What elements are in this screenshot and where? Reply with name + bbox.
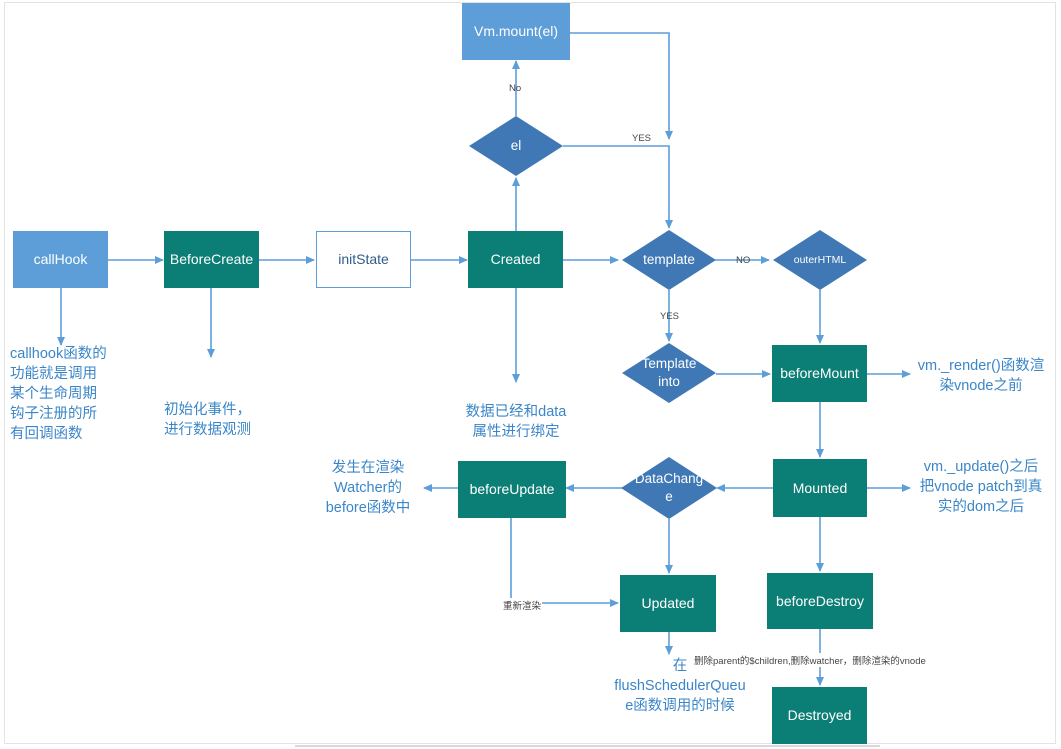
updated-note-line1: 在 [672, 658, 688, 674]
edge-label-no-outer: NO [736, 255, 751, 266]
mounted-note-line1: vm._update()之后 [923, 459, 1039, 475]
beforemount-note-line1: vm._render()函数渲 [917, 358, 1045, 374]
created-node: Created [468, 231, 563, 288]
updated-note: 在 flushSchedulerQueu e函数调用的时候 [605, 656, 755, 716]
mounted-note: vm._update()之后 把vnode patch到真 实的dom之后 [906, 457, 1056, 517]
beforecreate-note-line1: 初始化事件， [164, 402, 251, 418]
mounted-note-line2: 把vnode patch到真 [919, 479, 1043, 495]
outerhtml-diamond [773, 230, 867, 290]
edge-label-rerender: 重新渲染 [502, 598, 543, 612]
initstate-node: initState [316, 231, 411, 288]
beforedestroy-node: beforeDestroy [767, 573, 873, 629]
callhook-node: callHook [13, 231, 108, 288]
callhook-note-line1: callhook函数的 [10, 346, 107, 362]
edge-label-remove: 删除parent的$children,删除watcher，删除渲染的vnode [694, 653, 926, 667]
beforecreate-note: 初始化事件， 进行数据观测 [164, 400, 251, 440]
edge-el-yes-template [563, 145, 673, 229]
edge-beforeupdate-updated [510, 518, 619, 607]
el-diamond [469, 116, 563, 176]
mounted-note-line3: 实的dom之后 [937, 499, 1025, 515]
callhook-note-line5: 有回调函数 [10, 426, 83, 442]
updated-node: Updated [620, 575, 716, 632]
callhook-note-line3: 某个生命周期 [10, 386, 97, 402]
destroyed-node: Destroyed [772, 687, 867, 744]
edge-label-yes-el: YES [632, 133, 652, 144]
beforecreate-node: BeforeCreate [164, 231, 259, 288]
bottom-scrollbar-line [295, 745, 880, 747]
beforecreate-note-line2: 进行数据观测 [164, 422, 251, 438]
created-note-line1: 数据已经和data [465, 404, 567, 420]
callhook-note-line4: 钩子注册的所 [10, 406, 97, 422]
beforeupdate-node: beforeUpdate [458, 461, 566, 518]
beforemount-note: vm._render()函数渲 染vnode之前 [906, 356, 1056, 396]
template-diamond [622, 230, 716, 290]
datachange-diamond [621, 457, 717, 519]
beforeupdate-note-line2: Watcher的 [334, 480, 402, 496]
updated-note-line3: e函数调用的时候 [625, 698, 735, 714]
beforeupdate-note-line1: 发生在渲染 [331, 460, 405, 476]
beforeupdate-note-line3: before函数中 [325, 500, 411, 516]
created-note: 数据已经和data 属性进行绑定 [452, 402, 580, 442]
callhook-note: callhook函数的 功能就是调用 某个生命周期 钩子注册的所 有回调函数 [10, 344, 107, 444]
beforemount-note-line2: 染vnode之前 [939, 378, 1023, 394]
diagram-frame [4, 2, 1056, 744]
created-note-line2: 属性进行绑定 [472, 424, 560, 440]
edge-label-yes-into: YES [660, 311, 680, 322]
beforemount-node: beforeMount [772, 345, 867, 402]
vm-mount-node: Vm.mount(el) [462, 3, 570, 60]
updated-note-line2: flushSchedulerQueu [614, 678, 746, 694]
mounted-node: Mounted [773, 459, 867, 517]
edge-label-no: No [509, 83, 522, 94]
beforeupdate-note: 发生在渲染 Watcher的 before函数中 [310, 458, 426, 518]
template-into-diamond [622, 343, 716, 403]
edge-mount-template [570, 32, 673, 140]
callhook-note-line2: 功能就是调用 [10, 366, 97, 382]
